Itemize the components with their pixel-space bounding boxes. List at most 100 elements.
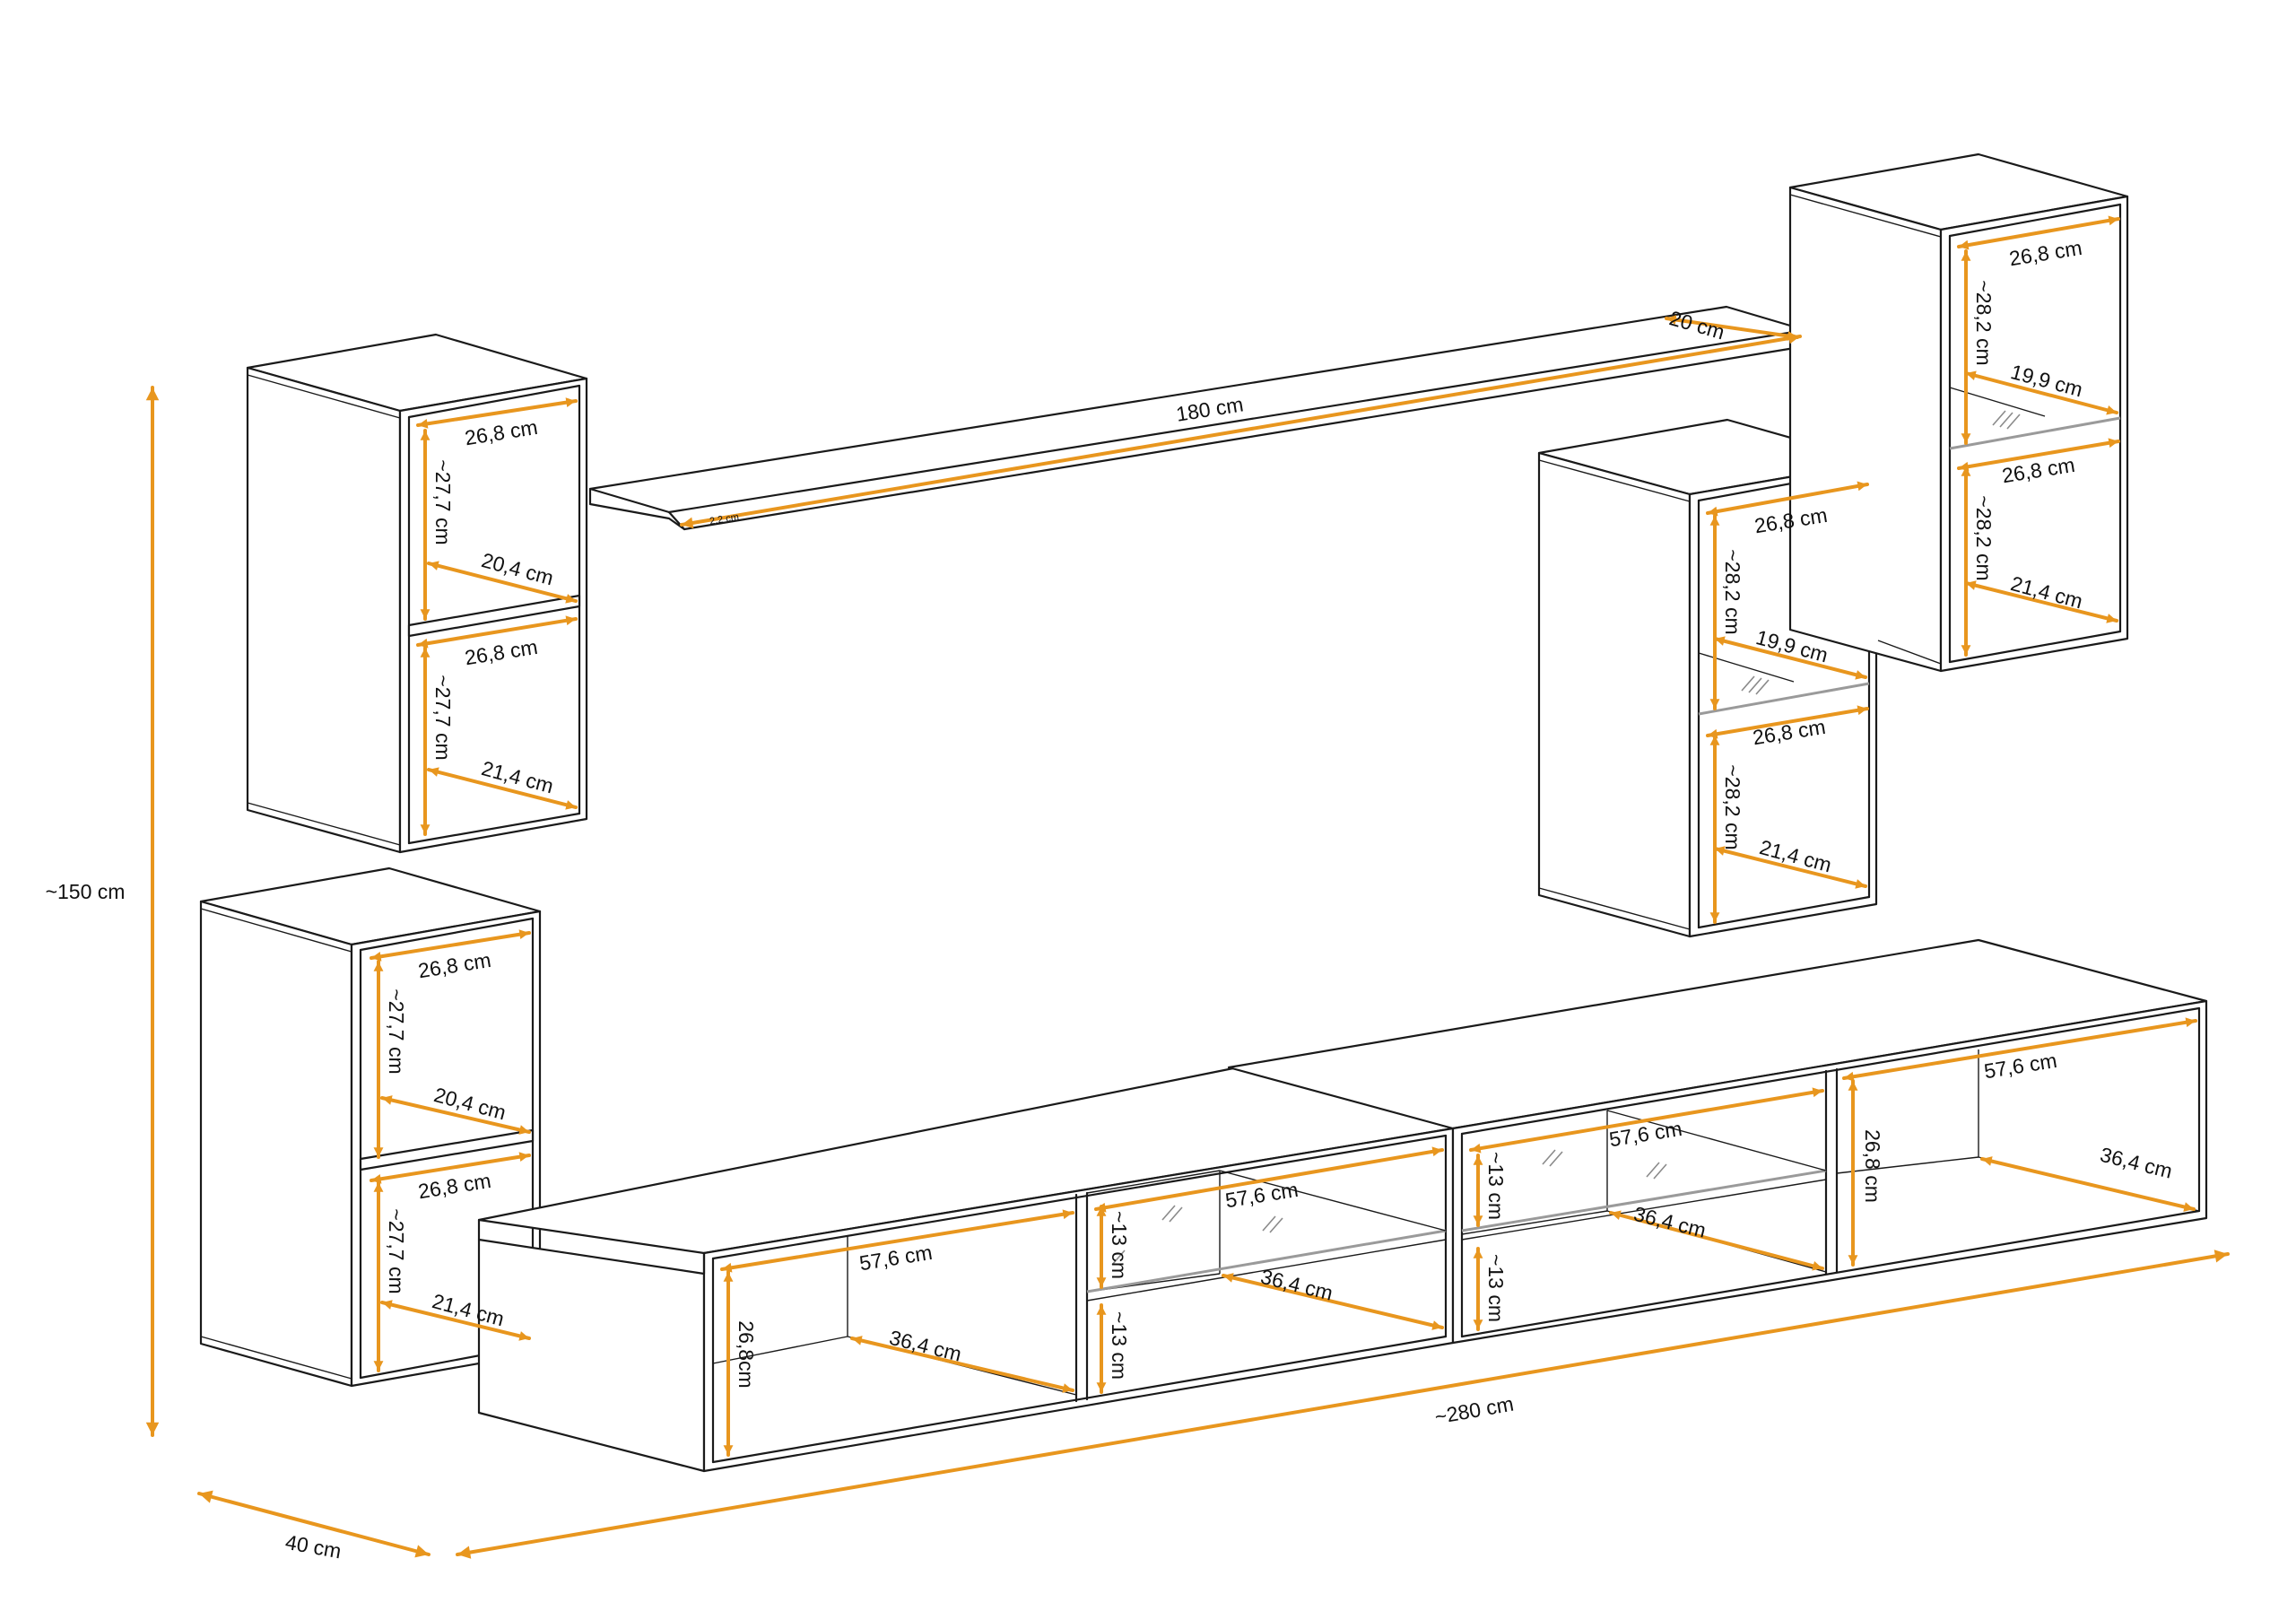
tv-unit-left <box>477 1066 1455 1473</box>
cabinet-bl-width-top <box>370 931 531 960</box>
dimension-arrowhead <box>1857 481 1867 492</box>
dimension-arrowhead <box>414 1545 429 1558</box>
dimension-arrowhead <box>722 1262 733 1273</box>
dimension-arrowhead <box>1715 636 1726 646</box>
dimension-arrowhead <box>373 1182 384 1192</box>
dimension-label-half-height: ~13 cm <box>1484 1254 1508 1322</box>
dimension-arrowhead <box>420 431 430 440</box>
dimension-arrowhead <box>1857 705 1867 716</box>
dimension-arrowhead <box>145 1422 160 1435</box>
tv-right-width-1 <box>1469 1089 1824 1152</box>
dimension-label-tv-height: 26,8cm <box>735 1320 758 1388</box>
dimension-label-inner-height-left: ~27,7 cm <box>431 675 455 760</box>
dimension-arrowhead <box>1812 1261 1822 1271</box>
tv-right-width-2 <box>1842 1019 2197 1080</box>
dimension-arrowhead <box>1666 315 1677 325</box>
cabinet-tl-width-top <box>416 399 578 427</box>
dimension-arrowhead <box>418 638 429 649</box>
cabinet-top-right <box>1788 152 2129 673</box>
dimension-arrowhead <box>1709 912 1720 922</box>
tv-left-depth-2 <box>1222 1274 1444 1329</box>
dimension-arrowhead <box>565 594 576 604</box>
dimension-arrowhead <box>429 561 439 570</box>
dimension-arrowhead <box>373 1361 384 1371</box>
dimension-arrowhead <box>420 609 430 619</box>
dimension-arrowhead <box>518 1125 529 1135</box>
dimension-arrowhead <box>1431 1146 1442 1157</box>
tv-left-depth-1 <box>850 1337 1074 1392</box>
dimension-arrowhead <box>1096 1206 1107 1216</box>
dimension-arrowhead <box>1844 1071 1855 1082</box>
dimension-arrowhead <box>1096 1382 1107 1392</box>
dimension-label-inner-height-left: ~27,7 cm <box>431 459 455 544</box>
cabinet-mr-width-top <box>1706 483 1869 515</box>
shelf-length-dimension <box>680 335 1802 527</box>
dimension-arrowhead <box>723 1272 734 1282</box>
dimension-arrowhead <box>382 1300 393 1310</box>
cabinet-top-left <box>246 333 588 854</box>
dimension-arrowhead <box>1961 433 1971 443</box>
dimension-arrowhead <box>1471 1143 1482 1154</box>
dimension-arrowhead <box>1855 670 1866 680</box>
dimension-lines <box>145 215 2230 1559</box>
dimension-label-shelf-thickness: 2,2 cm <box>709 512 739 527</box>
dimension-arrowhead <box>1473 1155 1483 1165</box>
dimension-arrowhead <box>518 929 529 940</box>
dimension-label-inner-height-right: ~28,2 cm <box>1721 764 1744 849</box>
dimension-arrowhead <box>373 1147 384 1157</box>
dimension-arrowhead <box>518 1152 529 1163</box>
cabinet-tl-depth-bottom <box>427 768 578 809</box>
dimension-arrowhead <box>682 517 694 529</box>
wall-shelf <box>588 305 1807 531</box>
cabinet-mr-depth-bottom <box>1713 847 1867 888</box>
tv-right-depth-2 <box>1980 1157 2196 1211</box>
cabinet-tr-glass <box>1964 371 2118 414</box>
cabinet-mr-width-bottom <box>1706 707 1869 737</box>
dimension-arrowhead <box>1966 580 1977 590</box>
dimension-label-inner-height-right: ~28,2 cm <box>1972 280 1996 365</box>
dimension-arrowhead <box>1062 1209 1073 1220</box>
tv-unit-right <box>1227 938 2208 1345</box>
dimension-label-half-height: ~13 cm <box>1108 1311 1131 1380</box>
dimension-arrowhead <box>1708 506 1718 517</box>
cabinet-mr-glass <box>1713 637 1867 679</box>
dimension-arrowhead <box>418 418 429 429</box>
dimension-arrowhead <box>1848 1255 1858 1265</box>
dimension-label-half-height: ~13 cm <box>1484 1152 1508 1220</box>
dimension-arrowhead <box>565 800 576 810</box>
dimension-arrowhead <box>1966 370 1977 380</box>
dimension-arrowhead <box>1812 1087 1822 1098</box>
dimension-arrowhead <box>1959 239 1970 250</box>
dimension-arrowhead <box>1611 1210 1622 1220</box>
dimension-arrowhead <box>1961 645 1971 655</box>
dimension-arrowhead <box>2106 405 2117 415</box>
dimension-arrowhead <box>565 397 576 408</box>
dimension-label-total-height: ~150 cm <box>46 880 126 903</box>
dimension-label-tv-height-right: 26,8 cm <box>1861 1129 1884 1203</box>
dimension-label-half-height: ~13 cm <box>1108 1211 1131 1279</box>
dimension-arrowhead <box>1709 516 1720 526</box>
dimension-arrowhead <box>2108 215 2118 226</box>
dimension-arrowhead <box>1715 846 1726 856</box>
dimension-arrowhead <box>723 1445 734 1455</box>
dimension-arrowhead <box>1473 1249 1483 1258</box>
dimension-label-inner-height-left: ~27,7 cm <box>385 988 408 1074</box>
depth-dimension <box>197 1492 430 1556</box>
dimension-arrowhead <box>1709 699 1720 709</box>
dimension-label-inner-height-left: ~27,7 cm <box>385 1208 408 1293</box>
cabinet-tr-depth-bottom <box>1964 581 2118 623</box>
dimension-arrowhead <box>2183 1202 2194 1212</box>
dimension-arrowhead <box>371 951 382 962</box>
cabinet-bl-depth-bottom <box>380 1301 531 1340</box>
dimension-arrowhead <box>1096 1277 1107 1287</box>
shelf-depth-dimension <box>1665 317 1799 339</box>
dimension-arrowhead <box>1961 251 1971 261</box>
dimension-arrowhead <box>1223 1273 1234 1283</box>
dimension-arrowhead <box>852 1336 863 1345</box>
dimension-arrowhead <box>457 1546 472 1559</box>
dimension-arrowhead <box>199 1490 213 1503</box>
tv-left-width-2 <box>1094 1148 1444 1211</box>
cabinet-tl-width-bottom <box>416 617 578 647</box>
dimension-label-inner-height-right: ~28,2 cm <box>1721 549 1744 634</box>
